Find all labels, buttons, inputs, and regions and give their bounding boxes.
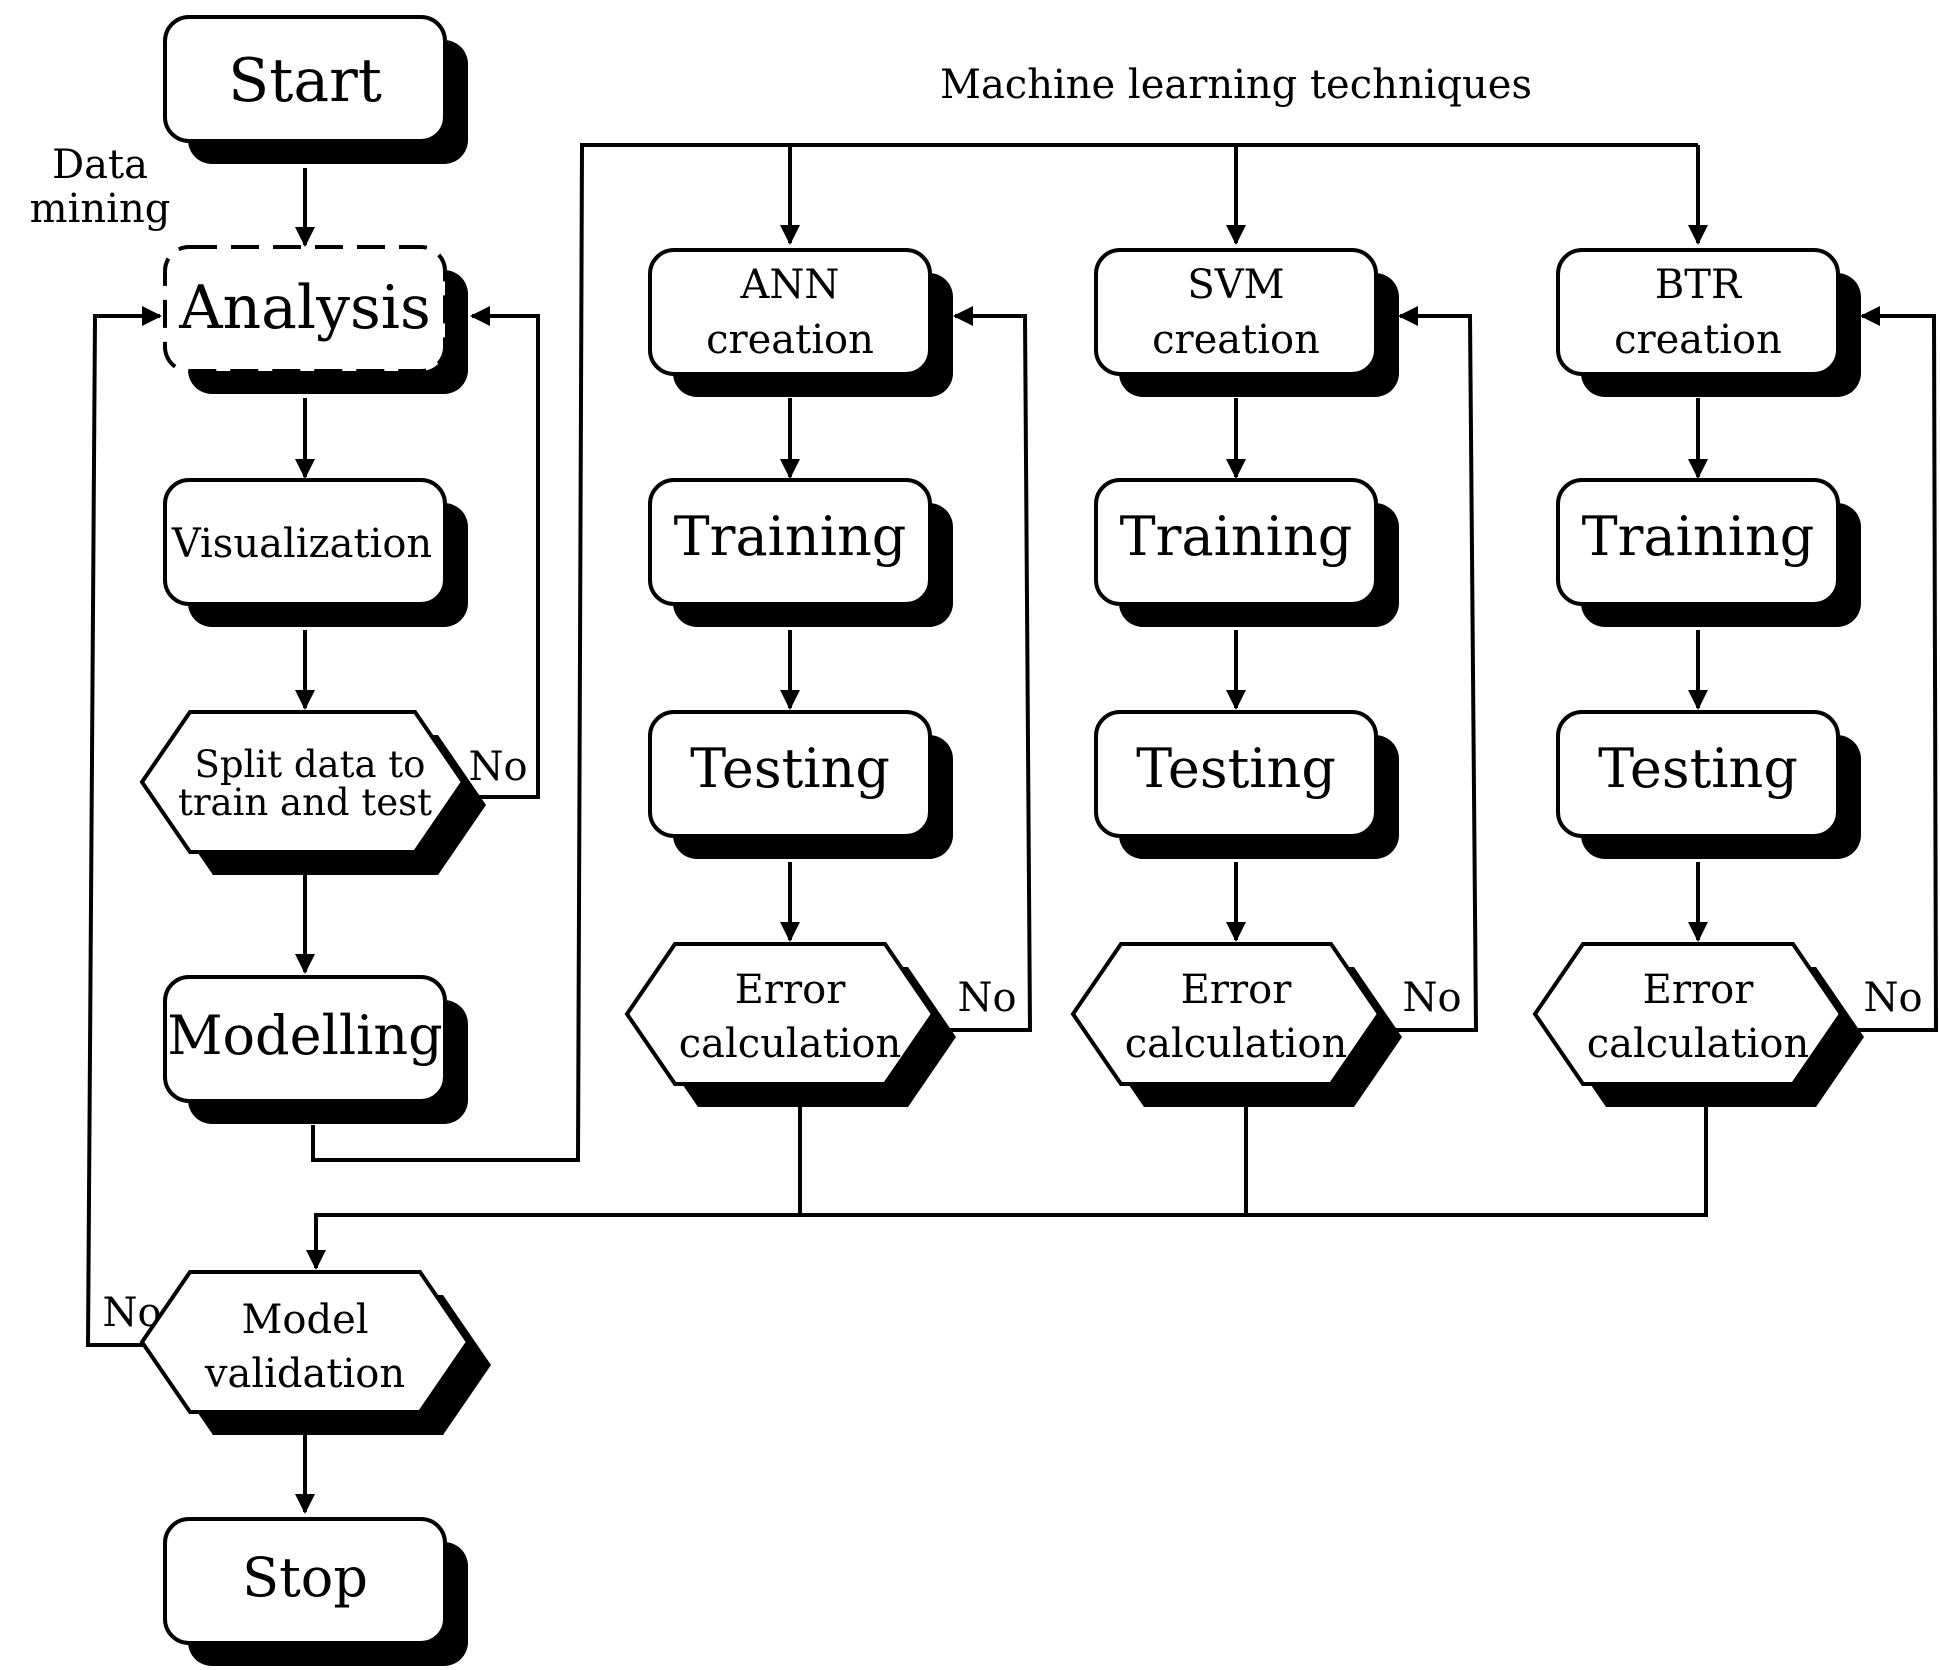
- split-node: Split data to train and test: [139, 710, 486, 875]
- analysis-node: Analysis: [163, 245, 468, 394]
- visualization-label: Visualization: [171, 521, 432, 567]
- btr-loop-no: [1856, 306, 1939, 1032]
- btr-training-label: Training: [1582, 505, 1815, 568]
- svm-creation-line2: creation: [1152, 317, 1320, 363]
- loop-split-no: [462, 306, 540, 799]
- ann-creation-node: ANN creation: [648, 248, 953, 397]
- modelling-node: Modelling: [163, 975, 468, 1124]
- data-mining-label-line1: Data: [52, 142, 148, 188]
- ann-training-label: Training: [674, 505, 907, 568]
- split-no-label: No: [468, 744, 527, 790]
- validation-label-line2: validation: [204, 1351, 405, 1397]
- svm-error-line1: Error: [1181, 967, 1293, 1013]
- stop-node: Stop: [163, 1517, 468, 1666]
- visualization-node: Visualization: [163, 478, 468, 627]
- btr-creation-node: BTR creation: [1556, 248, 1861, 397]
- svm-creation-node: SVM creation: [1094, 248, 1399, 397]
- ann-training-node: Training: [648, 478, 953, 627]
- connectors: [85, 143, 1939, 1514]
- ann-error-node: Error calculation: [624, 942, 956, 1107]
- svm-training-node: Training: [1094, 478, 1399, 627]
- header-label: Machine learning techniques: [940, 62, 1532, 108]
- btr-error-node: Error calculation: [1532, 942, 1864, 1107]
- branch-ann: ANN creation Training Testing Error calc…: [624, 248, 1017, 1107]
- validation-node: Model validation: [139, 1270, 491, 1435]
- btr-training-node: Training: [1556, 478, 1861, 627]
- validation-no-label: No: [102, 1290, 161, 1336]
- loop-validation-no: [85, 306, 162, 1347]
- validation-label-line1: Model: [241, 1297, 368, 1343]
- ann-creation-line1: ANN: [740, 262, 840, 308]
- svm-error-node: Error calculation: [1070, 942, 1402, 1107]
- svm-error-line2: calculation: [1125, 1021, 1348, 1067]
- svm-testing-node: Testing: [1094, 710, 1399, 859]
- svm-loop-no: [1394, 306, 1479, 1032]
- svm-creation-line1: SVM: [1187, 262, 1284, 308]
- ann-error-line2: calculation: [679, 1021, 902, 1067]
- split-label-line2: train and test: [178, 781, 432, 824]
- analysis-label: Analysis: [178, 273, 431, 343]
- ann-no-label: No: [957, 975, 1016, 1021]
- modelling-to-bus: [311, 143, 1698, 1162]
- output-bus-to-validation: [306, 1106, 1708, 1270]
- btr-creation-line1: BTR: [1655, 262, 1743, 308]
- branch-svm: SVM creation Training Testing Error calc…: [1070, 248, 1462, 1107]
- btr-error-line2: calculation: [1587, 1021, 1810, 1067]
- data-mining-label-line2: mining: [30, 186, 171, 232]
- start-label: Start: [228, 46, 382, 116]
- start-node: Start: [163, 15, 468, 164]
- ann-creation-line2: creation: [706, 317, 874, 363]
- btr-testing-node: Testing: [1556, 710, 1861, 859]
- split-label-line1: Split data to: [195, 743, 426, 786]
- ann-error-line1: Error: [735, 967, 847, 1013]
- svm-testing-label: Testing: [1136, 737, 1336, 800]
- modelling-label: Modelling: [167, 1004, 442, 1067]
- ann-testing-node: Testing: [648, 710, 953, 859]
- btr-testing-label: Testing: [1598, 737, 1798, 800]
- btr-error-line1: Error: [1643, 967, 1755, 1013]
- svm-training-label: Training: [1120, 505, 1353, 568]
- ann-testing-label: Testing: [690, 737, 890, 800]
- btr-creation-line2: creation: [1614, 317, 1782, 363]
- branch-btr: BTR creation Training Testing Error calc…: [1532, 248, 1923, 1107]
- btr-no-label: No: [1863, 975, 1922, 1021]
- ann-loop-no: [948, 306, 1033, 1032]
- stop-label: Stop: [242, 1546, 368, 1609]
- svm-no-label: No: [1402, 975, 1461, 1021]
